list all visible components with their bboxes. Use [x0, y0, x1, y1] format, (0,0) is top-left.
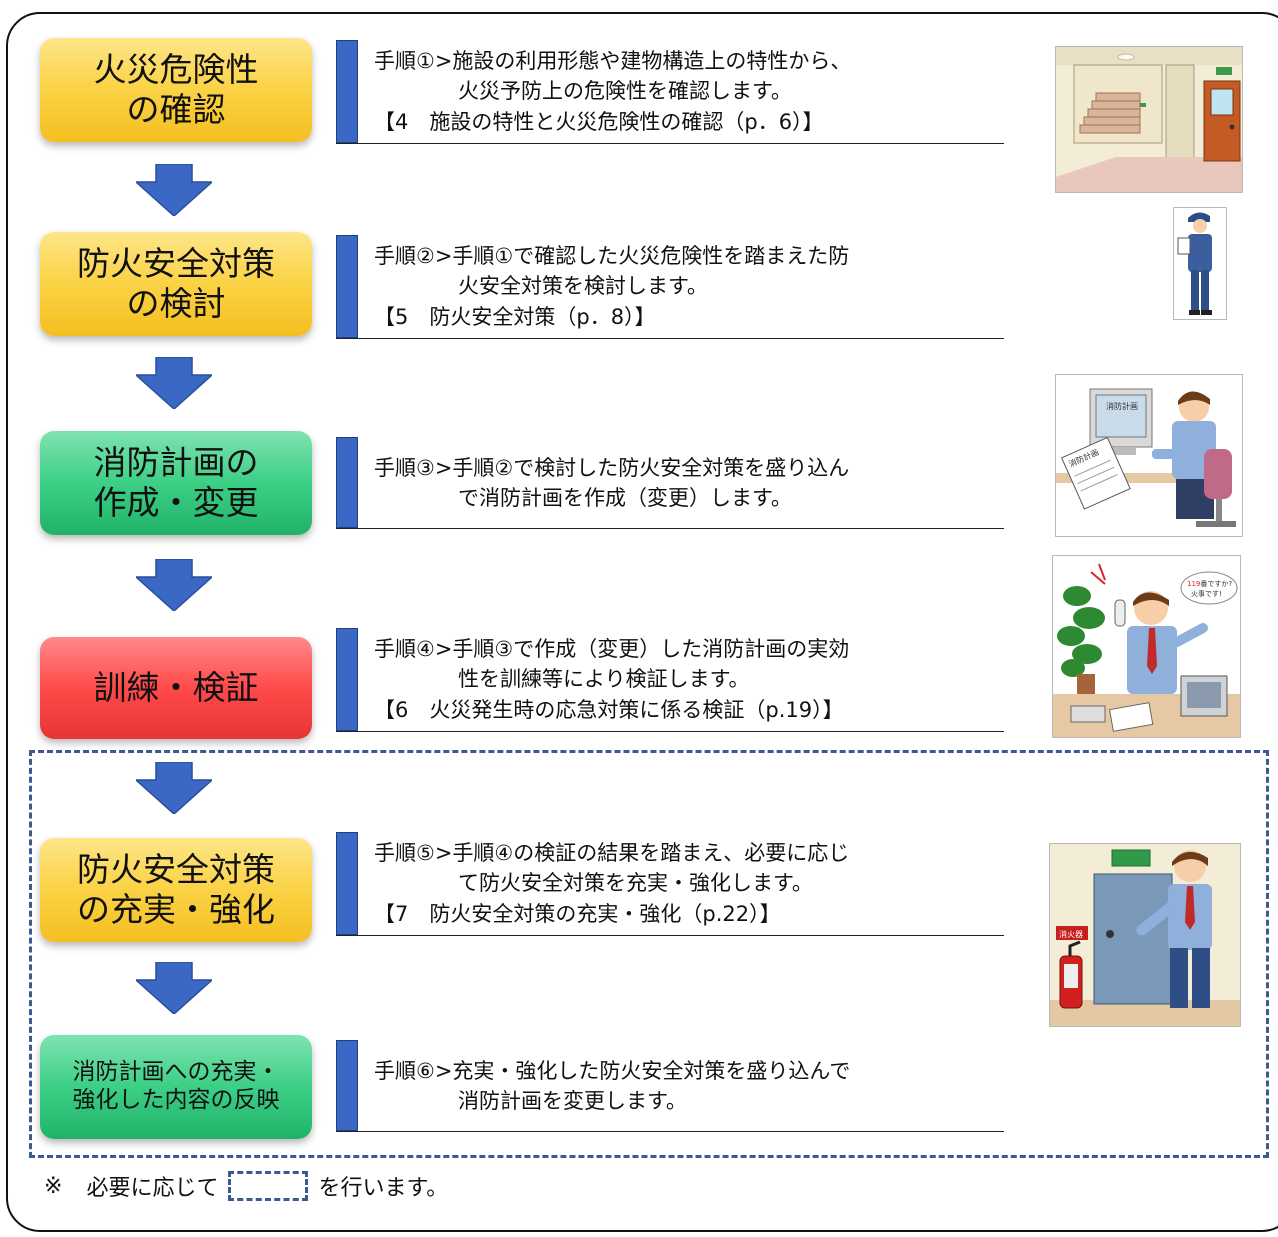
hallway-illustration [1055, 46, 1243, 193]
step-4-line-3: 【6 火災発生時の応急対策に係る検証（p.19）】 [374, 697, 844, 722]
step-1-line-2: 火災予防上の危険性を確認します。 [374, 79, 792, 104]
step-5-line-1: 手順⑤>手順④の検証の結果を踏まえ、必要に応じ [374, 841, 850, 865]
down-arrow-icon [136, 559, 212, 611]
step-6-box: 消防計画への充実・ 強化した内容の反映 [40, 1035, 312, 1139]
down-arrow-icon [136, 357, 212, 409]
step-3-description: 手順③>手順②で検討した防火安全対策を盛り込ん で消防計画を作成（変更）します。 [336, 437, 1004, 529]
down-arrow-icon [136, 762, 212, 814]
bubble-question: 番ですか? [1200, 580, 1232, 588]
note-mark: ※ [44, 1173, 63, 1199]
description-bar [336, 437, 358, 528]
step-5-box: 防火安全対策 の充実・強化 [40, 838, 312, 942]
step-2-description: 手順②>手順①で確認した火災危険性を踏まえた防 火安全対策を検討します。 【5 … [336, 235, 1004, 339]
step-1-line-3: 【4 施設の特性と火災危険性の確認（p．6）】 [374, 109, 824, 134]
step-5-line-2: て防火安全対策を充実・強化します。 [374, 871, 813, 896]
step-1-line-1: 手順①>施設の利用形態や建物構造上の特性から、 [374, 49, 852, 73]
step-3-box: 消防計画の 作成・変更 [40, 431, 312, 535]
step-2-title: 防火安全対策 の検討 [77, 244, 275, 323]
bubble-number: 119 [1187, 580, 1200, 588]
footnote: ※ 必要に応じて を行います。 [44, 1170, 448, 1202]
step-6-title: 消防計画への充実・ 強化した内容の反映 [72, 1059, 280, 1113]
monitor-label: 消防計画 [1106, 401, 1138, 411]
step-6-line-2: 消防計画を変更します。 [374, 1089, 687, 1114]
optional-steps-dashed-frame [29, 750, 1269, 1158]
step-1-title: 火災危険性 の確認 [93, 50, 259, 129]
outer-frame [6, 12, 1278, 1232]
step-3-title: 消防計画の 作成・変更 [93, 443, 259, 522]
down-arrow-icon [136, 164, 212, 216]
description-bar [336, 628, 358, 731]
note-text-before: 必要に応じて [86, 1176, 219, 1201]
step-3-line-2: で消防計画を作成（変更）します。 [374, 486, 792, 511]
step-5-title: 防火安全対策 の充実・強化 [77, 850, 275, 929]
step-4-description: 手順④>手順③で作成（変更）した消防計画の実効 性を訓練等により検証します。 【… [336, 628, 1004, 732]
step-2-line-3: 【5 防火安全対策（p．8）】 [374, 304, 656, 329]
fire-extinguisher-illustration: 消火器 [1049, 843, 1241, 1027]
step-1-box: 火災危険性 の確認 [40, 38, 312, 142]
description-bar [336, 1040, 358, 1131]
step-2-box: 防火安全対策 の検討 [40, 232, 312, 336]
dashed-box-legend-icon [228, 1171, 309, 1201]
extinguisher-sign: 消火器 [1059, 929, 1083, 939]
inspector-illustration [1173, 207, 1227, 320]
description-bar [336, 235, 358, 338]
step-4-line-2: 性を訓練等により検証します。 [374, 667, 750, 692]
description-bar [336, 832, 358, 935]
emergency-call-illustration: 119番ですか? 火事です! [1052, 555, 1241, 738]
bubble-fire: 火事です! [1191, 589, 1222, 598]
svg-text:119番ですか?: 119番ですか? [1187, 580, 1232, 588]
step-3-line-1: 手順③>手順②で検討した防火安全対策を盛り込ん [374, 456, 850, 480]
step-4-line-1: 手順④>手順③で作成（変更）した消防計画の実効 [374, 637, 850, 661]
step-5-line-3: 【7 防火安全対策の充実・強化（p.22）】 [374, 901, 781, 926]
step-4-box: 訓練・検証 [40, 637, 312, 739]
step-6-description: 手順⑥>充実・強化した防火安全対策を盛り込んで 消防計画を変更します。 [336, 1040, 1004, 1132]
step-5-description: 手順⑤>手順④の検証の結果を踏まえ、必要に応じ て防火安全対策を充実・強化します… [336, 832, 1004, 936]
step-2-line-2: 火安全対策を検討します。 [374, 274, 708, 299]
down-arrow-icon [136, 962, 212, 1014]
step-2-line-1: 手順②>手順①で確認した火災危険性を踏まえた防 [374, 244, 850, 268]
description-bar [336, 40, 358, 143]
step-4-title: 訓練・検証 [93, 668, 259, 708]
note-text-after: を行います。 [318, 1176, 449, 1201]
step-1-description: 手順①>施設の利用形態や建物構造上の特性から、 火災予防上の危険性を確認します。… [336, 40, 1004, 144]
step-6-line-1: 手順⑥>充実・強化した防火安全対策を盛り込んで [374, 1059, 851, 1083]
office-computer-illustration: 消防計画 消防計画 [1055, 374, 1243, 537]
